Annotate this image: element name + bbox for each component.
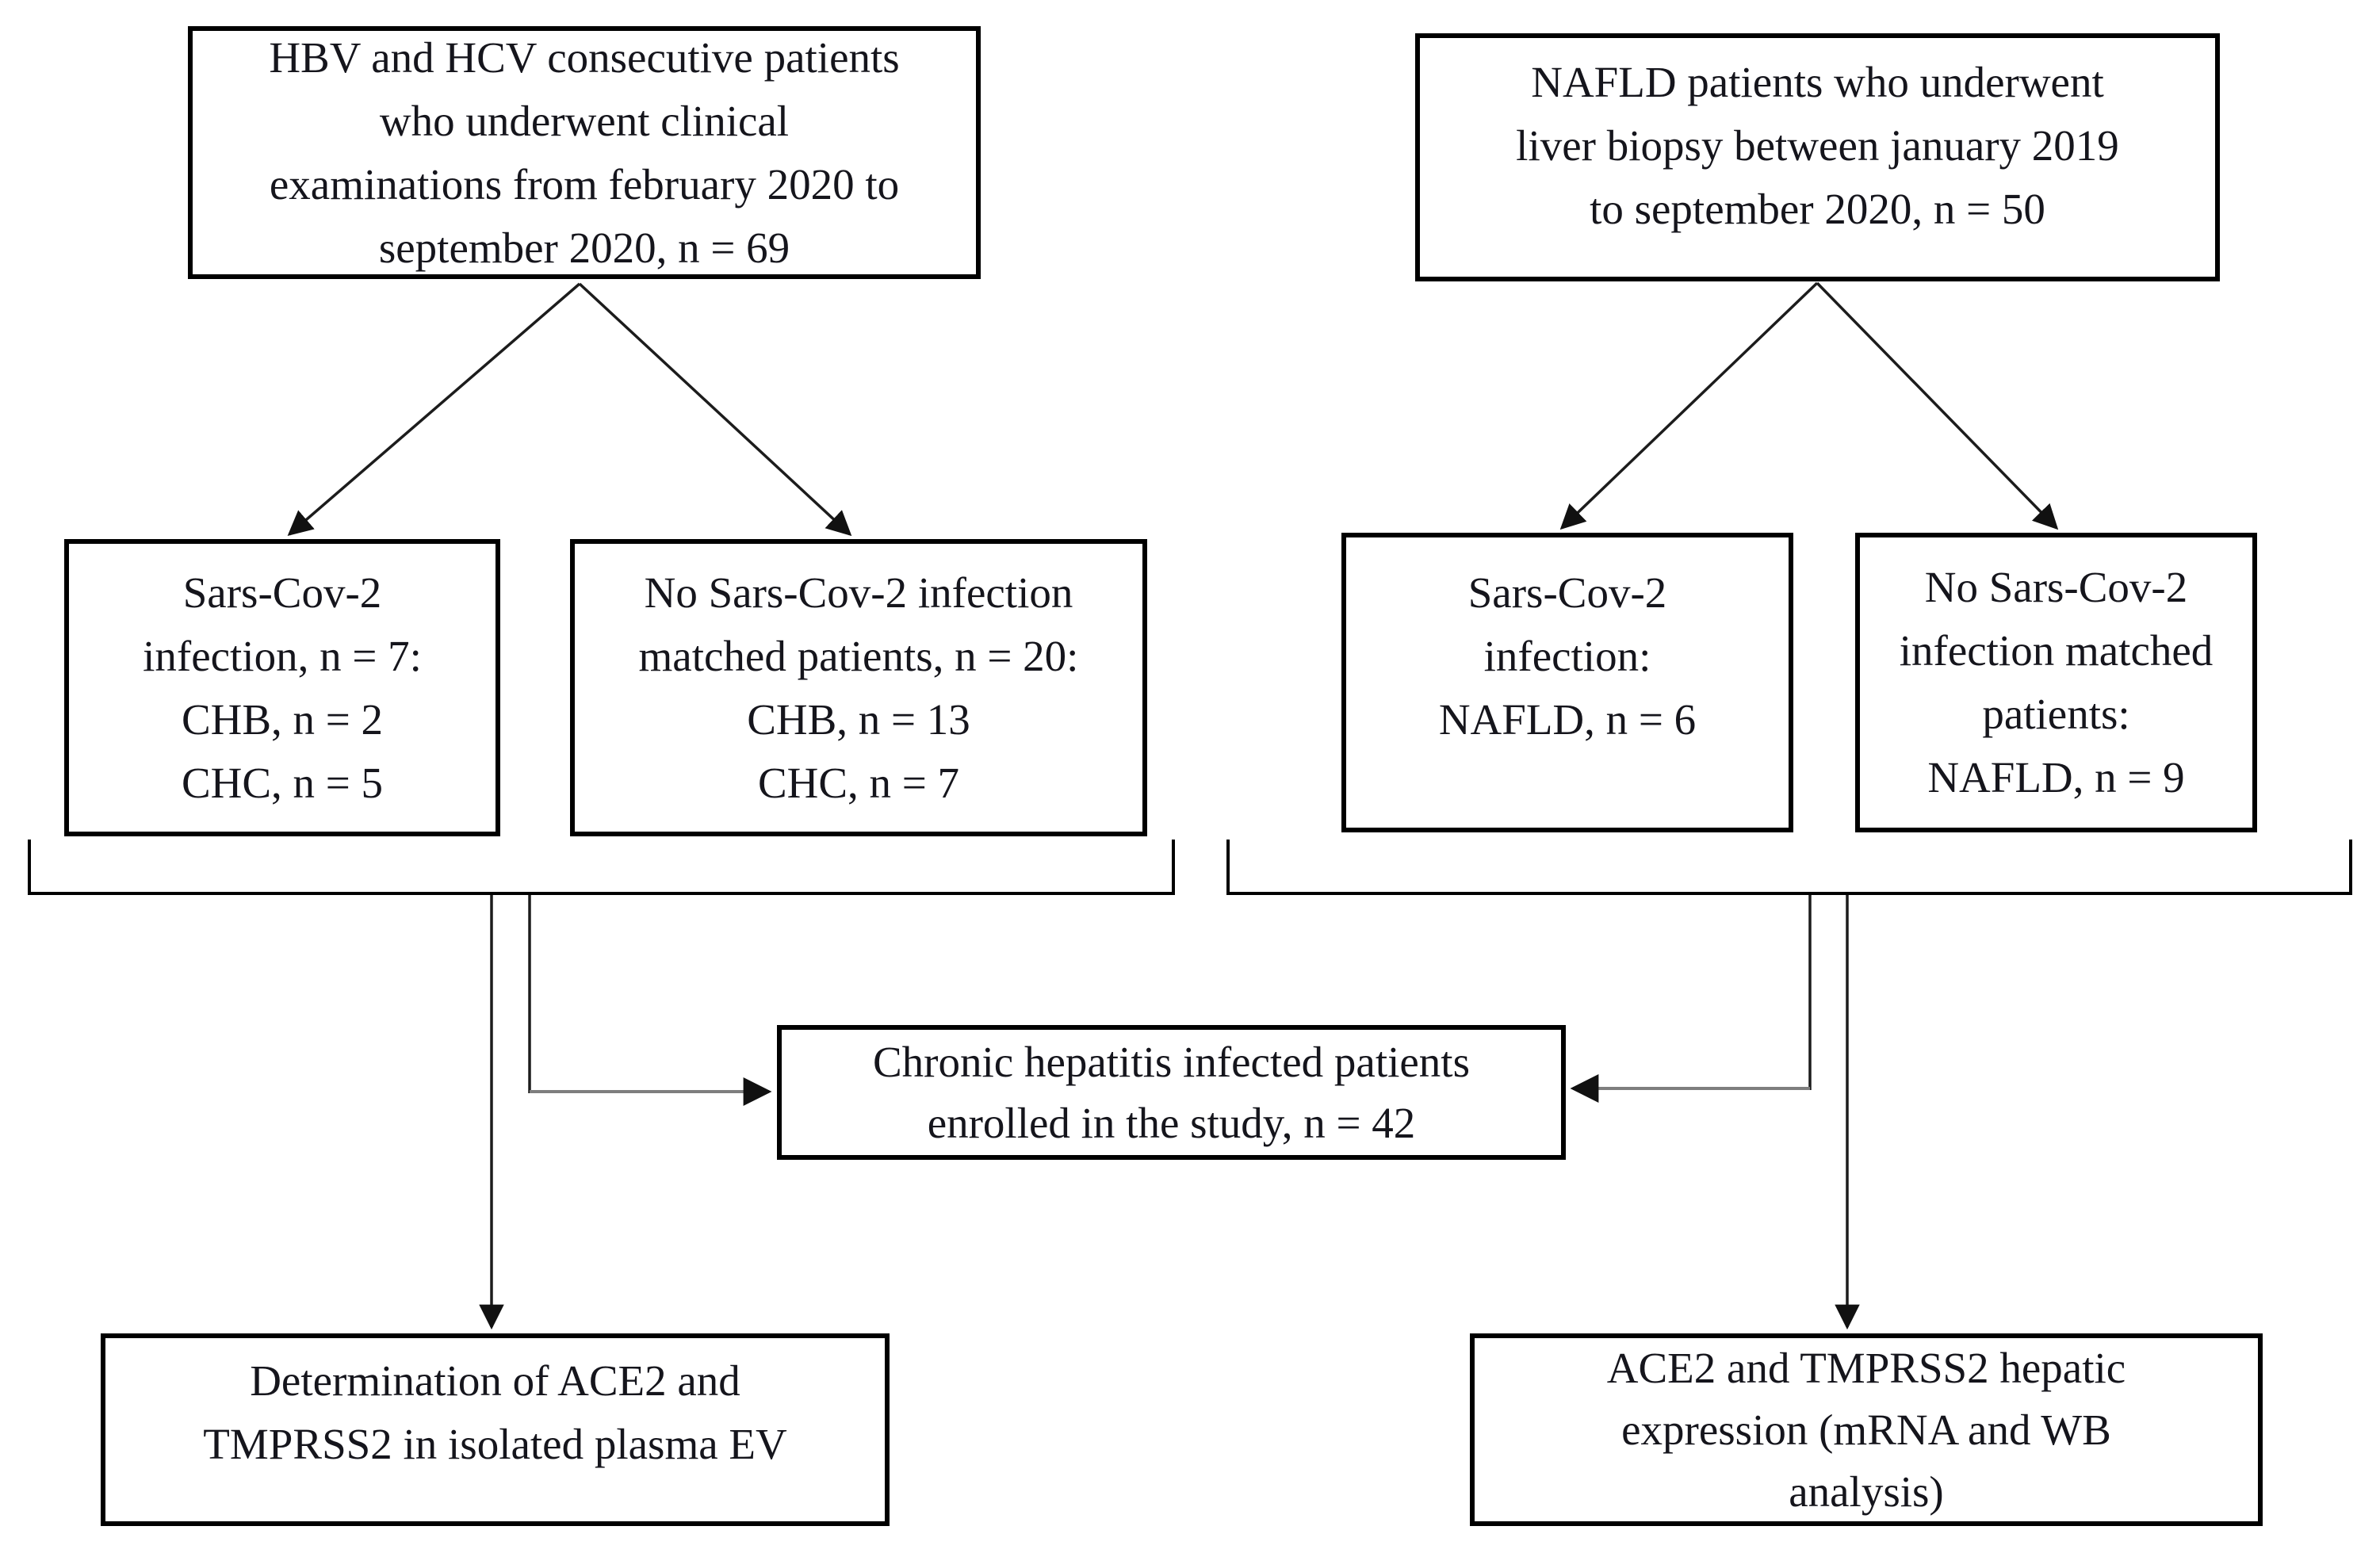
arrow-hbv-to-infected — [287, 282, 581, 537]
box-no-sars-cov-2-matched-nafld: No Sars-Cov-2 infection matched patients… — [1855, 533, 2257, 832]
box-enrolled-patients-text: Chronic hepatitis infected patients enro… — [873, 1038, 1470, 1147]
box-hbv-hcv-source-text: HBV and HCV consecutive patients who und… — [269, 33, 900, 272]
box-nafld-source: NAFLD patients who underwent liver biops… — [1415, 33, 2220, 281]
box-plasma-ev-determination-text: Determination of ACE2 and TMPRSS2 in iso… — [203, 1356, 787, 1468]
box-enrolled-patients: Chronic hepatitis infected patients enro… — [777, 1025, 1566, 1160]
box-hepatic-expression-text: ACE2 and TMPRSS2 hepatic expression (mRN… — [1606, 1343, 2126, 1516]
left-bracket — [28, 840, 1175, 895]
box-hbv-hcv-source: HBV and HCV consecutive patients who und… — [188, 26, 981, 279]
box-nafld-source-text: NAFLD patients who underwent liver biops… — [1516, 58, 2119, 233]
box-hepatic-expression: ACE2 and TMPRSS2 hepatic expression (mRN… — [1470, 1333, 2263, 1526]
box-plasma-ev-determination: Determination of ACE2 and TMPRSS2 in iso… — [101, 1333, 890, 1526]
arrow-nafld-to-infected — [1559, 281, 1819, 530]
box-sars-cov-2-infection-hbv-text: Sars-Cov-2 infection, n = 7: CHB, n = 2 … — [143, 568, 422, 807]
arrow-nafld-to-matched — [1816, 281, 2059, 530]
box-sars-cov-2-infection-nafld-text: Sars-Cov-2 infection: NAFLD, n = 6 — [1438, 568, 1697, 744]
box-no-sars-cov-2-matched-nafld-text: No Sars-Cov-2 infection matched patients… — [1899, 563, 2214, 801]
arrow-hbv-to-matched — [578, 282, 852, 537]
box-sars-cov-2-infection-hbv: Sars-Cov-2 infection, n = 7: CHB, n = 2 … — [64, 539, 500, 836]
box-no-sars-cov-2-matched-hbv: No Sars-Cov-2 infection matched patients… — [570, 539, 1147, 836]
box-sars-cov-2-infection-nafld: Sars-Cov-2 infection: NAFLD, n = 6 — [1341, 533, 1793, 832]
right-bracket — [1226, 840, 2352, 895]
box-no-sars-cov-2-matched-hbv-text: No Sars-Cov-2 infection matched patients… — [638, 568, 1079, 807]
